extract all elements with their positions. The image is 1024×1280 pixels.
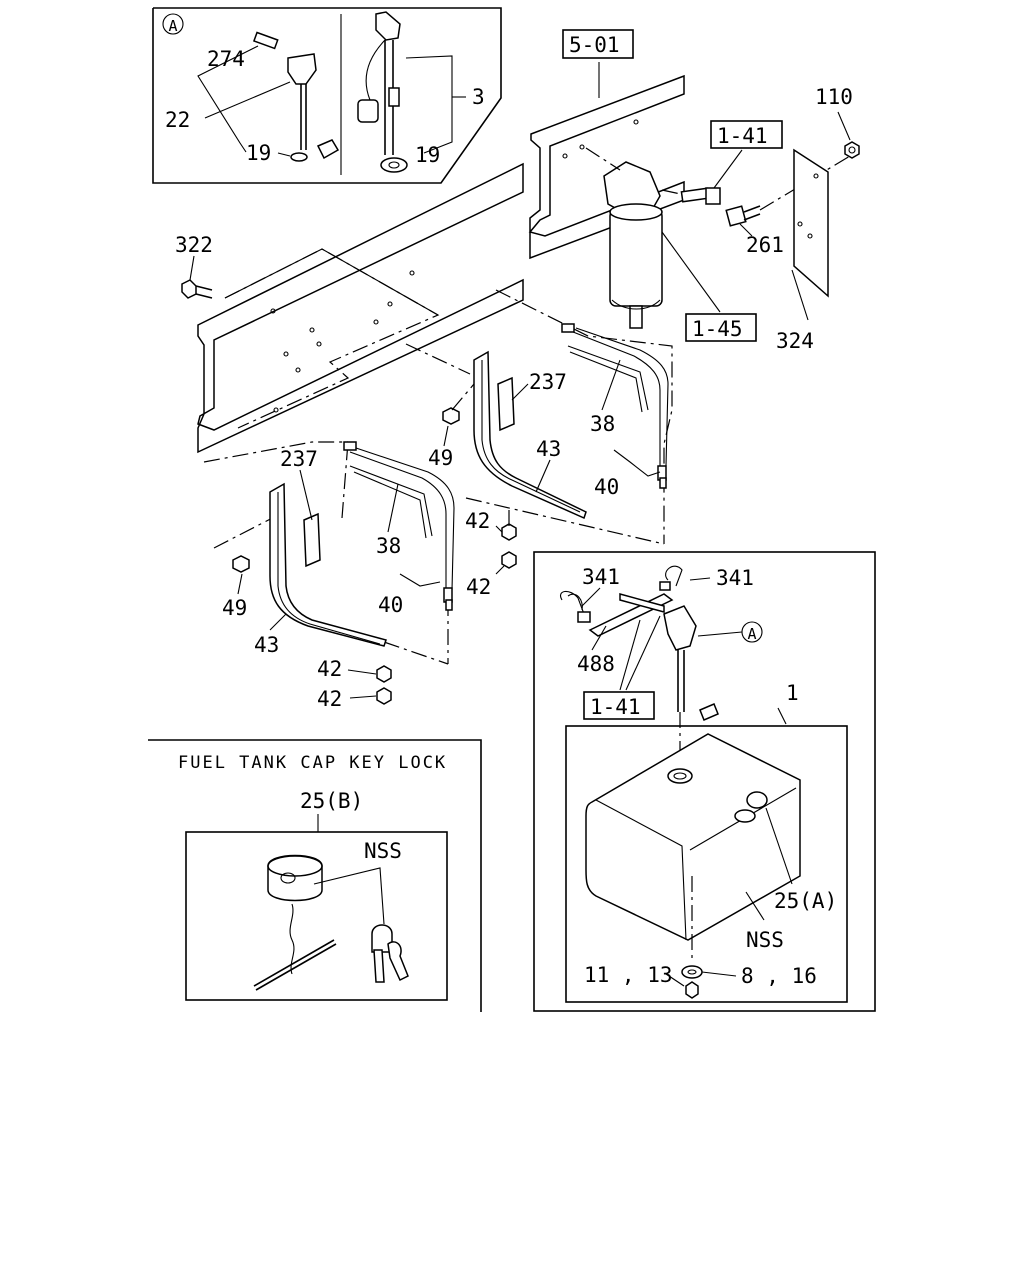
drain-plug (681, 965, 703, 999)
label-19-left: 19 (246, 141, 271, 165)
ref-box-141-bottom (583, 691, 655, 720)
callout-a-top: A (168, 17, 177, 35)
label-42-d: 42 (317, 687, 342, 711)
nut-49-left (232, 555, 250, 573)
ref-box-141-top (710, 120, 783, 149)
callout-a-mid: A (747, 625, 756, 643)
nut-110 (844, 141, 860, 159)
label-49-right: 49 (428, 446, 453, 470)
bolt-261 (725, 205, 761, 227)
label-22: 22 (165, 108, 190, 132)
label-25b: 25(B) (300, 789, 363, 813)
label-nss-key: NSS (364, 839, 402, 863)
label-324: 324 (776, 329, 814, 353)
key-lock-panel: FUEL TANK CAP KEY LOCK 25(B) NSS (148, 739, 482, 1012)
ref-501: 5-01 (569, 33, 620, 57)
ref-141-bottom: 1-41 (590, 695, 641, 719)
label-38-right: 38 (590, 412, 615, 436)
label-43-right: 43 (536, 437, 561, 461)
label-1: 1 (786, 681, 799, 705)
tank-strap-set-right (405, 289, 673, 545)
tank-detail-panel: 341 341 488 A 1-41 1 (533, 551, 876, 1012)
label-322: 322 (175, 233, 213, 257)
nuts-42-left (376, 665, 392, 705)
label-3: 3 (472, 85, 485, 109)
label-8-16: 8 , 16 (741, 964, 817, 988)
bracket-324 (793, 148, 829, 298)
label-261: 261 (746, 233, 784, 257)
tank-strap-set-left (203, 441, 455, 665)
fuel-sender-unit-large (357, 11, 408, 173)
key-lock-title: FUEL TANK CAP KEY LOCK (178, 753, 447, 773)
label-25a: 25(A) (774, 889, 837, 913)
label-42-a: 42 (465, 509, 490, 533)
label-nss-tank: NSS (746, 928, 784, 952)
label-237-right: 237 (529, 370, 567, 394)
fuel-sender-unit-small (252, 31, 340, 162)
ref-box-501 (562, 29, 634, 59)
bolt-322 (181, 279, 213, 299)
label-110: 110 (815, 85, 853, 109)
label-40-left: 40 (378, 593, 403, 617)
ref-141-top: 1-41 (717, 124, 768, 148)
label-341-left: 341 (582, 565, 620, 589)
label-11-13: 11 , 13 (584, 963, 673, 987)
label-42-b: 42 (466, 575, 491, 599)
label-49-left: 49 (222, 596, 247, 620)
ref-145: 1-45 (692, 317, 743, 341)
label-43-left: 43 (254, 633, 279, 657)
label-274: 274 (207, 47, 245, 71)
fuel-tank (585, 733, 801, 941)
label-38-left: 38 (376, 534, 401, 558)
label-341-right: 341 (716, 566, 754, 590)
detail-a-inset: A 274 22 19 3 19 (152, 7, 502, 184)
fuel-filter-assembly (585, 147, 691, 329)
ref-box-145 (685, 313, 757, 342)
label-42-c: 42 (317, 657, 342, 681)
label-488: 488 (577, 652, 615, 676)
fuel-cap-key-lock (253, 854, 409, 991)
nut-49-right (442, 407, 460, 425)
filter-bolt-141 (680, 187, 721, 205)
label-40-right: 40 (594, 475, 619, 499)
nuts-42-right (501, 523, 517, 569)
label-19-right: 19 (415, 143, 440, 167)
label-237-left: 237 (280, 447, 318, 471)
